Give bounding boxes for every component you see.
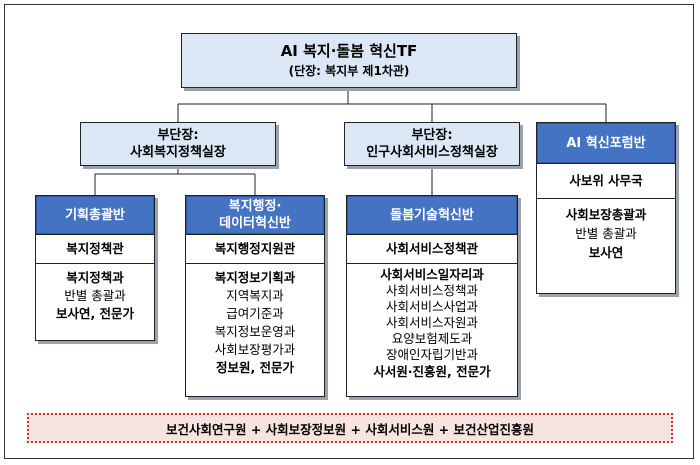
tf-title: AI 복지·돌봄 혁신TF xyxy=(280,42,418,60)
team-3-member: 요양보험제도과 xyxy=(391,331,473,346)
team-3-header: 돌봄기술혁신반 xyxy=(347,196,517,234)
deputy-1-label: 부단장: xyxy=(157,128,199,143)
team-2-member: 급여기준과 xyxy=(226,306,284,321)
team-4-member: 사회보장총괄과 xyxy=(565,207,647,222)
partner-institutions-text: 보건사회연구원 + 사회보장정보원 + 사회서비스원 + 보건산업진흥원 xyxy=(165,421,535,437)
team-2-members: 복지정보기획과 지역복지과 급여기준과 복지정보운영과 사회보장평가과 정보원,… xyxy=(186,263,324,382)
team-1-member: 반별 총괄과 xyxy=(64,288,126,303)
team-2-member: 지역복지과 xyxy=(226,288,284,303)
team-3-member: 사회서비스자원과 xyxy=(385,315,478,330)
team-3-member: 사회서비스일자리과 xyxy=(380,267,484,282)
team-column-1: 기획총괄반 복지정책관 복지정책과 반별 총괄과 보사연, 전문가 xyxy=(35,195,155,341)
team-1-header: 기획총괄반 xyxy=(36,196,154,234)
team-1-lead: 복지정책관 xyxy=(36,234,154,263)
deputy-1-name: 사회복지정책실장 xyxy=(130,145,226,160)
team-3-member: 장애인자립기반과 xyxy=(385,347,478,362)
deputy-box-1: 부단장: 사회복지정책실장 xyxy=(80,122,276,166)
team-4-member: 보사연 xyxy=(588,245,624,260)
team-2-lead: 복지행정지원관 xyxy=(186,234,324,263)
tf-subtitle: (단장: 복지부 제1차관) xyxy=(288,64,410,78)
team-1-members: 복지정책과 반별 총괄과 보사연, 전문가 xyxy=(36,263,154,328)
tf-title-box: AI 복지·돌봄 혁신TF (단장: 복지부 제1차관) xyxy=(181,33,517,88)
team-2-member: 복지정보운영과 xyxy=(214,324,296,339)
team-3-member: 사회서비스정책과 xyxy=(385,283,478,298)
team-column-2: 복지행정· 데이터혁신반 복지행정지원관 복지정보기획과 지역복지과 급여기준과… xyxy=(185,195,325,397)
team-3-members: 사회서비스일자리과 사회서비스정책과 사회서비스사업과 사회서비스자원과 요양보… xyxy=(347,263,517,385)
team-2-member: 정보원, 전문가 xyxy=(215,360,295,375)
deputy-2-label: 부단장: xyxy=(411,128,453,143)
team-2-member: 복지정보기획과 xyxy=(214,270,296,285)
team-4-header: AI 혁신포럼반 xyxy=(537,123,675,163)
team-column-4: AI 혁신포럼반 사보위 사무국 사회보장총괄과 반별 총괄과 보사연 xyxy=(536,122,676,294)
team-column-3: 돌봄기술혁신반 사회서비스정책관 사회서비스일자리과 사회서비스정책과 사회서비… xyxy=(346,195,518,397)
team-4-name: AI 혁신포럼반 xyxy=(566,135,646,151)
team-2-header: 복지행정· 데이터혁신반 xyxy=(186,196,324,234)
diagram-frame xyxy=(4,4,694,459)
team-2-name-line1: 복지행정· xyxy=(228,199,282,214)
team-3-member: 사회서비스사업과 xyxy=(385,299,478,314)
team-3-lead: 사회서비스정책관 xyxy=(347,234,517,263)
team-4-member: 반별 총괄과 xyxy=(575,226,637,241)
team-2-name-line2: 데이터혁신반 xyxy=(219,216,291,231)
team-4-members: 사회보장총괄과 반별 총괄과 보사연 xyxy=(537,198,675,267)
team-1-member: 보사연, 전문가 xyxy=(55,306,135,321)
team-2-member: 사회보장평가과 xyxy=(214,342,296,357)
partner-institutions-banner: 보건사회연구원 + 사회보장정보원 + 사회서비스원 + 보건산업진흥원 xyxy=(27,413,673,443)
deputy-box-2: 부단장: 인구사회서비스정책실장 xyxy=(344,122,520,166)
team-4-lead: 사보위 사무국 xyxy=(537,163,675,198)
team-1-name: 기획총괄반 xyxy=(65,207,125,223)
team-3-member: 사서원·진흥원, 전문가 xyxy=(373,364,491,379)
team-3-name: 돌봄기술혁신반 xyxy=(390,207,474,223)
team-1-member: 복지정책과 xyxy=(66,270,124,285)
deputy-2-name: 인구사회서비스정책실장 xyxy=(366,145,498,160)
